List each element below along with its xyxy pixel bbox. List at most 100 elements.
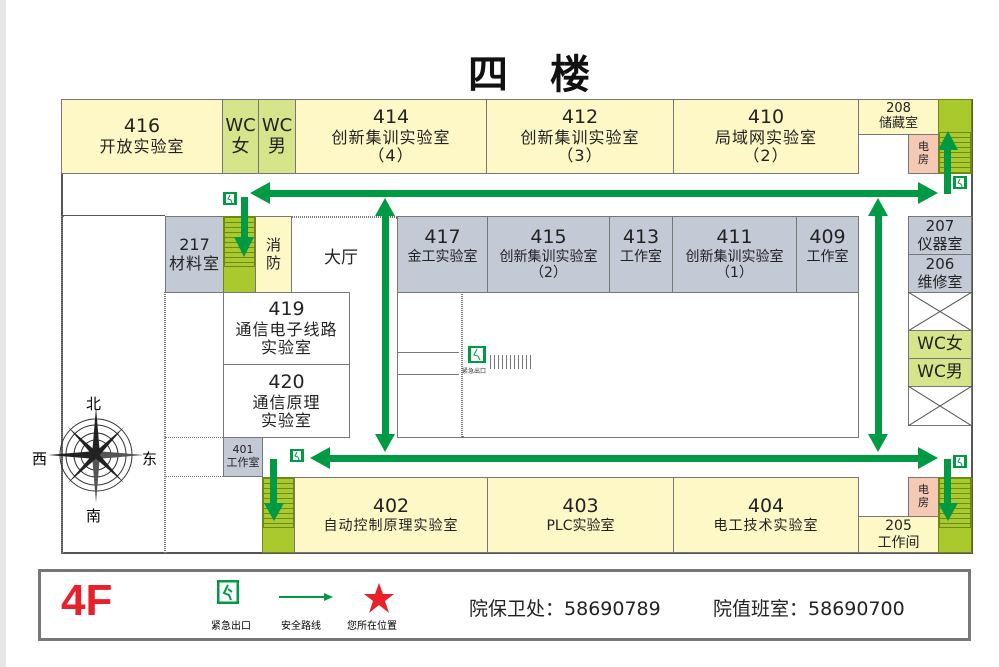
room-name: 创新集训实验室 bbox=[331, 128, 451, 148]
room-sub: （4） bbox=[368, 146, 414, 166]
room-name: 开放实验室 bbox=[99, 137, 185, 157]
room-sub: （2） bbox=[743, 146, 789, 166]
route-down-nw bbox=[241, 197, 248, 239]
dotted-area bbox=[165, 437, 223, 477]
room-number: 403 bbox=[562, 495, 599, 518]
route-arrow-icon bbox=[279, 593, 333, 601]
shaft-cross-box bbox=[908, 292, 972, 331]
room-name: 工作室 bbox=[806, 249, 849, 266]
room-name: 电房 bbox=[918, 483, 929, 509]
room-number: WC bbox=[261, 114, 293, 136]
room-number: 415 bbox=[530, 226, 567, 249]
room-name: 女 bbox=[231, 135, 250, 157]
star-icon bbox=[364, 583, 394, 613]
room-number: 412 bbox=[561, 106, 599, 129]
stairs-southeast bbox=[938, 477, 972, 553]
room-name: 创新集训实验室 bbox=[685, 249, 784, 266]
room-number: 208 bbox=[886, 101, 911, 117]
room-number: 413 bbox=[622, 226, 660, 249]
compass-north: 北 bbox=[86, 395, 102, 413]
arrowhead-right bbox=[918, 447, 938, 469]
arrowhead-up bbox=[868, 198, 888, 216]
hall-label: 大厅 bbox=[324, 248, 358, 268]
arrowhead-down bbox=[938, 503, 958, 521]
room-name: 消防 bbox=[265, 236, 281, 272]
route-west-vertical bbox=[382, 212, 389, 438]
inner-courtyard bbox=[397, 292, 859, 438]
room-number: WC bbox=[225, 114, 256, 136]
room-number: 402 bbox=[372, 495, 410, 518]
room-name: 工作间 bbox=[877, 534, 920, 551]
arrowhead-down bbox=[264, 503, 284, 521]
room-number: 410 bbox=[747, 106, 785, 129]
room-name: 仪器室 bbox=[917, 234, 963, 253]
compass-rose-icon bbox=[48, 407, 144, 503]
room-sub: （2） bbox=[530, 265, 567, 282]
stairs-southwest bbox=[262, 477, 295, 553]
exit-sign-icon bbox=[223, 192, 237, 205]
arrowhead-up bbox=[938, 131, 958, 150]
exit-sign-icon bbox=[290, 449, 304, 462]
room-name: WC女 bbox=[917, 333, 963, 354]
route-down-se bbox=[944, 459, 951, 505]
room-name: 电工技术实验室 bbox=[713, 517, 819, 534]
room-sub: （1） bbox=[716, 265, 753, 282]
floor-label: 4F bbox=[61, 576, 113, 625]
wall bbox=[63, 215, 165, 216]
wall bbox=[397, 352, 459, 353]
wall bbox=[397, 374, 459, 375]
room-number: 206 bbox=[925, 255, 955, 274]
route-down-sw bbox=[270, 459, 277, 505]
room-name: 自动控制原理实验室 bbox=[323, 517, 459, 534]
room-name: 局域网实验室 bbox=[714, 128, 817, 148]
route-bottom bbox=[324, 455, 924, 462]
arrowhead-right bbox=[918, 182, 938, 204]
shaft-cross-box bbox=[908, 386, 972, 426]
compass-west: 西 bbox=[32, 450, 48, 468]
room-name: WC男 bbox=[917, 361, 963, 382]
room-name: 维修室 bbox=[917, 272, 963, 291]
arrowhead-down bbox=[868, 434, 888, 452]
room-number: 420 bbox=[268, 370, 305, 393]
compass-south: 南 bbox=[86, 507, 102, 525]
phone-label: 院保卫处： bbox=[469, 598, 565, 620]
room-name: 男 bbox=[268, 135, 286, 157]
exit-sign-icon bbox=[953, 176, 967, 189]
room-number: 217 bbox=[179, 235, 210, 255]
room-name: 电房 bbox=[918, 140, 929, 166]
arrowhead-left bbox=[310, 447, 330, 469]
room-name: 创新集训实验室 bbox=[499, 249, 598, 266]
wall bbox=[61, 173, 63, 216]
room-name: 材料室 bbox=[168, 253, 220, 273]
room-name: PLC实验室 bbox=[546, 517, 615, 534]
exit-sign-icon bbox=[953, 455, 967, 468]
phone-duty: 院值班室：58690700 bbox=[713, 594, 905, 621]
exit-sign-icon bbox=[217, 580, 239, 604]
room-sub: 实验室 bbox=[260, 338, 312, 358]
legend-route-label: 安全路线 bbox=[281, 621, 321, 632]
room-number: 416 bbox=[123, 115, 161, 138]
room-number: 417 bbox=[424, 226, 461, 249]
dotted-wall bbox=[61, 216, 63, 553]
route-east-vertical bbox=[875, 212, 882, 438]
arrowhead-up bbox=[375, 198, 395, 216]
compass-east: 东 bbox=[142, 450, 158, 468]
room-number: 404 bbox=[747, 495, 785, 518]
room-number: 207 bbox=[925, 217, 955, 236]
floor-title: 四 楼 bbox=[468, 52, 604, 98]
legend-here-label: 您所在位置 bbox=[347, 621, 397, 632]
room-name: 创新集训实验室 bbox=[520, 128, 640, 148]
